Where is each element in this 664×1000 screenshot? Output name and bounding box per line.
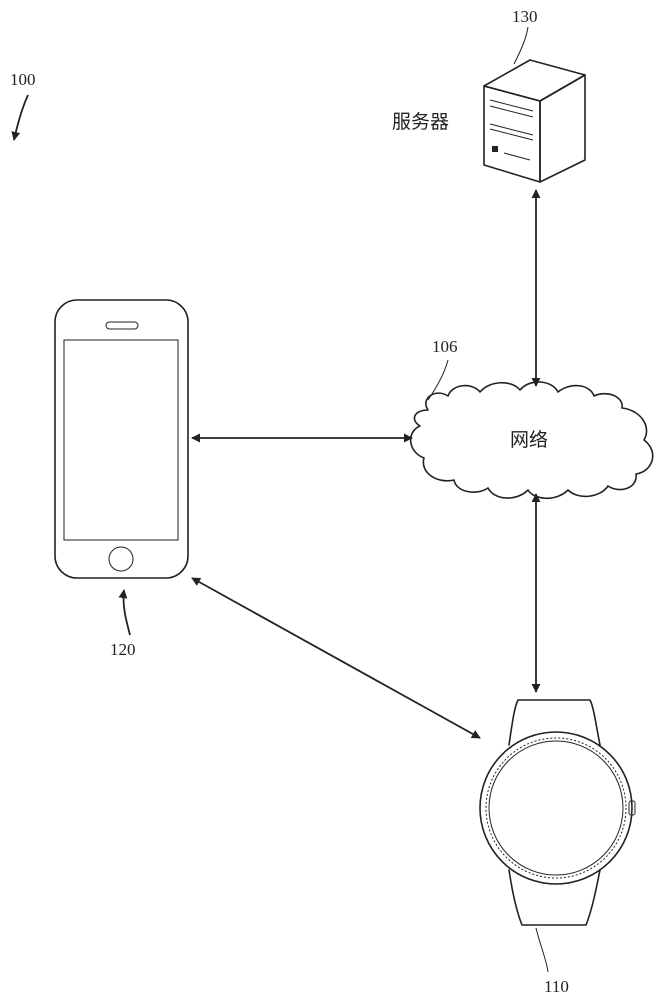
phone-ref-label: 120	[110, 640, 136, 659]
server-ref-leader	[513, 26, 529, 65]
system-ref-arrow	[11, 94, 29, 141]
network-ref-label: 106	[432, 337, 458, 356]
server-label: 服务器	[392, 111, 449, 133]
watch-icon	[479, 699, 636, 926]
network-ref-leader	[427, 359, 449, 401]
system-ref: 100	[10, 70, 36, 141]
server: 130 服务器	[392, 7, 586, 183]
network: 106 网络	[409, 337, 654, 500]
phone: 120	[54, 299, 189, 659]
system-ref-label: 100	[10, 70, 36, 89]
network-label: 网络	[510, 429, 548, 451]
cloud-icon	[409, 381, 654, 500]
phone-icon	[54, 299, 189, 579]
watch-ref-label: 110	[544, 977, 569, 996]
server-icon	[483, 59, 586, 183]
phone-watch-link	[191, 577, 481, 739]
phone-ref-arrow	[118, 589, 131, 636]
watch-ref-leader	[535, 927, 549, 973]
watch: 110	[479, 699, 636, 996]
server-ref-label: 130	[512, 7, 538, 26]
